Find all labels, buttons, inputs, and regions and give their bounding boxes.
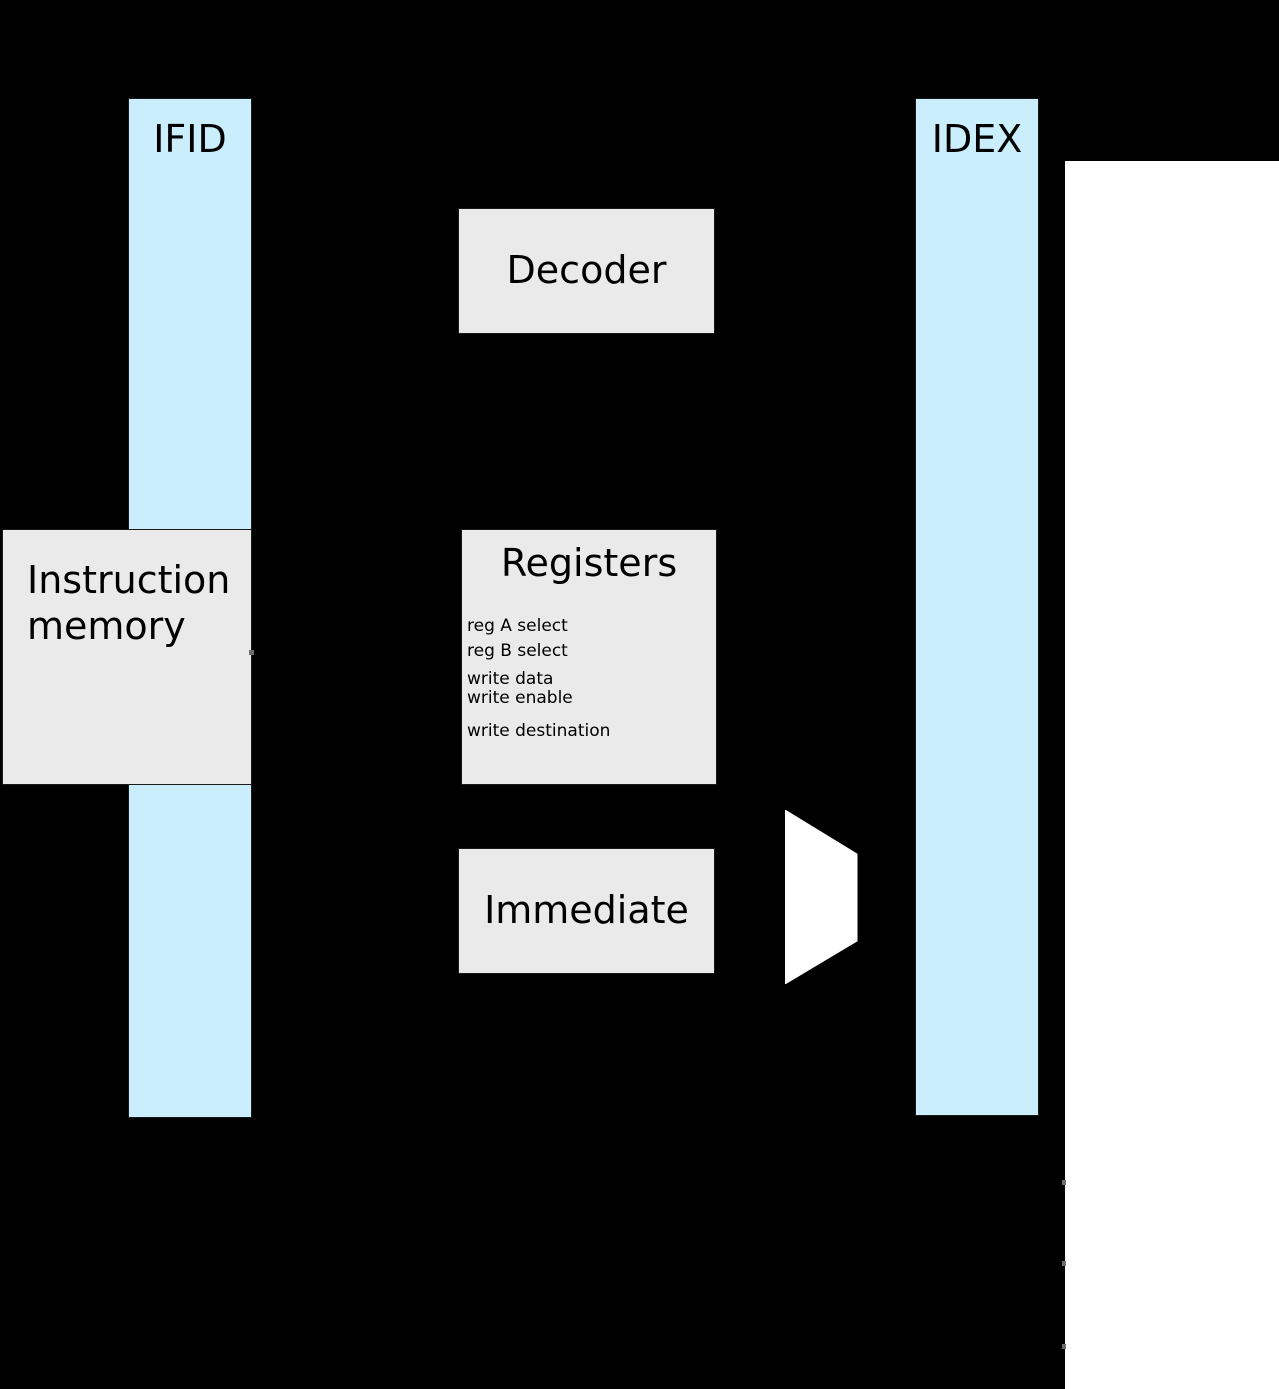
connector-stub-middle bbox=[1062, 1261, 1066, 1266]
port-reg-a-select: reg A select bbox=[467, 616, 568, 636]
block-immediate-label: Immediate bbox=[484, 888, 689, 932]
connector-stub-lower bbox=[1062, 1344, 1066, 1349]
port-write-data: write data bbox=[467, 669, 554, 689]
pipeline-register-idex-label: IDEX bbox=[931, 117, 1023, 161]
port-write-enable: write enable bbox=[467, 688, 573, 708]
pipeline-register-idex[interactable]: IDEX bbox=[915, 98, 1039, 1116]
pipeline-register-ifid-label: IFID bbox=[153, 117, 227, 161]
block-decoder[interactable]: Decoder bbox=[458, 208, 715, 334]
port-write-destination: write destination bbox=[467, 721, 611, 741]
block-registers[interactable]: Registers reg A select reg B select writ… bbox=[461, 529, 717, 785]
block-instruction-memory[interactable]: Instruction memory bbox=[2, 529, 252, 785]
block-immediate[interactable]: Immediate bbox=[458, 848, 715, 974]
instruction-memory-output-stub bbox=[249, 650, 254, 655]
multiplexer-shape bbox=[785, 810, 858, 984]
connector-stub-upper bbox=[1062, 1180, 1066, 1185]
multiplexer[interactable] bbox=[785, 810, 859, 984]
block-decoder-label: Decoder bbox=[506, 248, 667, 292]
block-instruction-memory-label: Instruction memory bbox=[27, 558, 231, 648]
right-white-panel bbox=[1065, 161, 1279, 1389]
port-reg-b-select: reg B select bbox=[467, 641, 568, 661]
block-registers-port-list: reg A select reg B select write data wri… bbox=[467, 618, 716, 784]
block-registers-label: Registers bbox=[500, 541, 678, 585]
